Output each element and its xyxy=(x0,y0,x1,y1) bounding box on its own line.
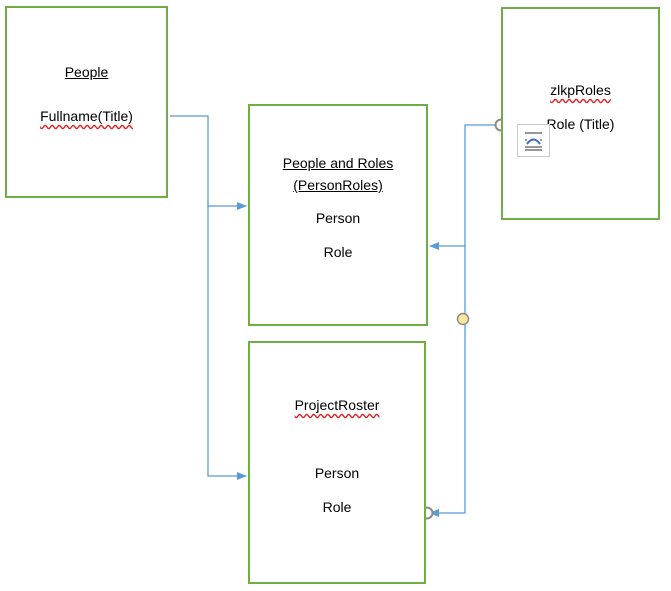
person-roles-field-person: Person xyxy=(315,210,361,226)
person-roles-field-role: Role xyxy=(323,244,353,260)
people-field: Fullname(Title) xyxy=(5,108,168,124)
project-roster-field-role: Role xyxy=(322,499,352,515)
zlkp-roles-title: zlkpRoles xyxy=(501,82,660,98)
people-field-text: Fullname(Title) xyxy=(40,108,133,124)
project-roster-title: ProjectRoster xyxy=(248,397,426,413)
layout-options-icon[interactable] xyxy=(517,124,550,157)
connector-roles-to-person-roles[interactable] xyxy=(429,124,501,250)
person-roles-box[interactable] xyxy=(248,104,428,326)
zlkp-roles-field: Role (Title) xyxy=(546,116,615,132)
person-roles-title-line1: People and Roles xyxy=(248,155,428,171)
person-roles-title-line2: (PersonRoles) xyxy=(248,177,428,193)
connector-people-to-person-roles[interactable] xyxy=(170,115,247,210)
zlkp-roles-title-text: zlkpRoles xyxy=(550,82,611,98)
project-roster-field-person: Person xyxy=(314,465,360,481)
project-roster-box[interactable] xyxy=(248,341,426,584)
zlkp-roles-box[interactable] xyxy=(501,7,660,220)
people-title: People xyxy=(64,64,109,80)
connector-roles-to-project-roster[interactable] xyxy=(429,246,466,517)
connector-people-to-project-roster[interactable] xyxy=(207,206,247,480)
connector-adjust-handle[interactable] xyxy=(456,312,470,326)
people-box[interactable] xyxy=(5,6,168,198)
project-roster-title-text: ProjectRoster xyxy=(294,397,380,413)
person-roles-title-line1-text: People and Roles xyxy=(282,155,394,171)
layout-options-glyph xyxy=(525,132,542,151)
person-roles-title-line2-text: (PersonRoles) xyxy=(293,177,383,193)
